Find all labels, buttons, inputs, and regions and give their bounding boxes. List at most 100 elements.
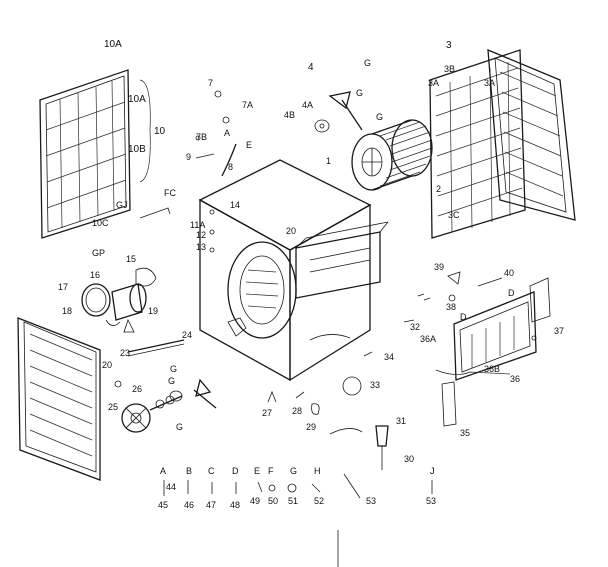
label: GP <box>92 248 105 258</box>
label: G <box>176 422 183 432</box>
label: 10 <box>154 126 166 137</box>
label: 20 <box>102 360 112 370</box>
shaft-assembly-top <box>314 91 363 133</box>
label: 32 <box>410 322 420 332</box>
label: 4B <box>284 110 295 120</box>
label: 40 <box>504 268 514 278</box>
label: 4 <box>308 62 314 73</box>
label: A <box>224 128 230 138</box>
legend-number: 53 <box>426 496 436 506</box>
label: 36A <box>420 334 436 344</box>
label: 3A <box>484 78 495 88</box>
label: 35 <box>460 428 470 438</box>
label: 17 <box>58 282 68 292</box>
label: 20 <box>286 226 296 236</box>
legend-letter: J <box>430 466 435 476</box>
label: 39 <box>434 262 444 272</box>
label: GJ <box>116 200 128 210</box>
label: 24 <box>182 330 192 340</box>
legend-number: 50 <box>268 496 278 506</box>
label: 36B <box>484 364 500 374</box>
label: 8 <box>228 162 233 172</box>
legend-letter: C <box>208 466 215 476</box>
label: G <box>376 112 383 122</box>
label: G <box>364 58 371 68</box>
legend-letter: A <box>160 466 166 476</box>
label: 3A <box>428 78 439 88</box>
legend-number: 46 <box>184 500 194 510</box>
label: D <box>460 312 467 322</box>
legend-number: 51 <box>288 496 298 506</box>
label: 38 <box>446 302 456 312</box>
label: 3 <box>446 40 452 51</box>
label: 1 <box>326 156 331 166</box>
front-grille-left <box>17 317 101 481</box>
label: 30 <box>404 454 414 464</box>
media-pad-assembly <box>429 48 576 239</box>
label: 13 <box>196 242 206 252</box>
legend-letter: D <box>232 466 239 476</box>
label: 14 <box>230 200 240 210</box>
label: 15 <box>126 254 136 264</box>
hardware-38-40 <box>447 271 503 302</box>
motor-assembly <box>81 267 157 333</box>
label: G <box>356 88 363 98</box>
legend-letter: F <box>268 466 274 476</box>
label: 19 <box>148 306 158 316</box>
legend-number: 53 <box>366 496 376 506</box>
label: E <box>246 140 252 150</box>
label: 37 <box>554 326 564 336</box>
label: 36 <box>510 374 520 384</box>
label: 28 <box>292 406 302 416</box>
label: 25 <box>108 402 118 412</box>
label: 18 <box>62 306 72 316</box>
label: 3B <box>444 64 455 74</box>
cabinet-housing <box>198 159 389 382</box>
label: 3C <box>448 210 460 220</box>
legend-number: 49 <box>250 496 260 506</box>
tag-35 <box>441 381 457 427</box>
label: 27 <box>262 408 272 418</box>
label: 2 <box>436 184 441 194</box>
label: 7 <box>208 78 213 88</box>
legend-number: 52 <box>314 496 324 506</box>
legend-letter: E <box>254 466 260 476</box>
label: 10C <box>92 218 109 228</box>
label: 23 <box>120 348 130 358</box>
label: 12 <box>196 230 206 240</box>
legend-number: 48 <box>230 500 240 510</box>
label: G <box>170 364 177 374</box>
label: D <box>508 288 515 298</box>
label: 11A <box>190 220 205 230</box>
legend-letter: B <box>186 466 192 476</box>
label: FC <box>164 188 176 198</box>
label: 7B <box>196 132 207 142</box>
label: 4A <box>302 100 313 110</box>
legend-number: 45 <box>158 500 168 510</box>
legend-number: 47 <box>206 500 216 510</box>
label: 10A <box>104 39 122 50</box>
label: 26 <box>132 384 142 394</box>
filter-panel-left <box>39 69 131 239</box>
hardware-legend: A B C D E F G H J 44 45 46 47 48 49 50 5… <box>158 466 436 510</box>
legend-letter: H <box>314 466 321 476</box>
control-panel <box>453 277 551 381</box>
legend-hardware <box>163 473 433 567</box>
lower-hardware <box>267 293 431 470</box>
label: 34 <box>384 352 394 362</box>
label: 10B <box>128 144 146 155</box>
part-labels: 10A 10A 10 10B 10C GJ FC 11A 12 13 14 20… <box>58 39 564 464</box>
legend-letter: G <box>290 466 297 476</box>
label: 10A <box>128 94 146 105</box>
label: 33 <box>370 380 380 390</box>
pump-assembly <box>114 339 217 433</box>
label: 16 <box>90 270 100 280</box>
label: G <box>168 376 175 386</box>
label: 7A <box>242 100 253 110</box>
label: 31 <box>396 416 406 426</box>
blower-wheel <box>351 119 433 191</box>
legend-number: 44 <box>166 482 176 492</box>
label: 29 <box>306 422 316 432</box>
